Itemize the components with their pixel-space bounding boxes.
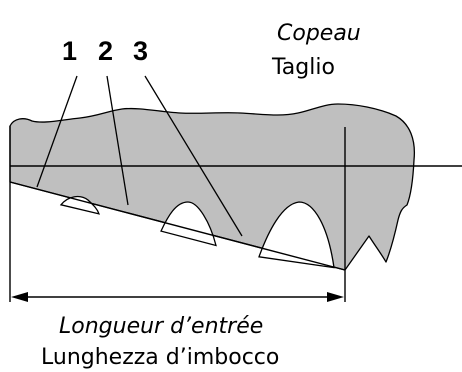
label-taglio: Taglio bbox=[271, 55, 335, 80]
tooth-gap-3 bbox=[258, 201, 335, 269]
label-longueur-entree: Longueur d’entrée bbox=[59, 314, 263, 339]
dimension-arrowhead-right bbox=[327, 292, 344, 302]
leader-line-3 bbox=[144, 75, 243, 237]
tooth-number-2: 2 bbox=[98, 36, 113, 66]
tooth-gap-2 bbox=[160, 201, 217, 247]
tooth-number-1: 1 bbox=[62, 36, 77, 66]
label-copeau: Copeau bbox=[277, 21, 361, 46]
chamfer-line bbox=[9, 181, 346, 271]
leader-line-1 bbox=[36, 75, 78, 188]
label-lunghezza-imbocco: Lunghezza d’imbocco bbox=[41, 345, 279, 370]
tooth-number-3: 3 bbox=[133, 36, 148, 66]
leader-line-2 bbox=[106, 75, 129, 206]
dimension-arrowhead-left bbox=[11, 292, 28, 302]
tooth-gap-1 bbox=[59, 195, 100, 215]
